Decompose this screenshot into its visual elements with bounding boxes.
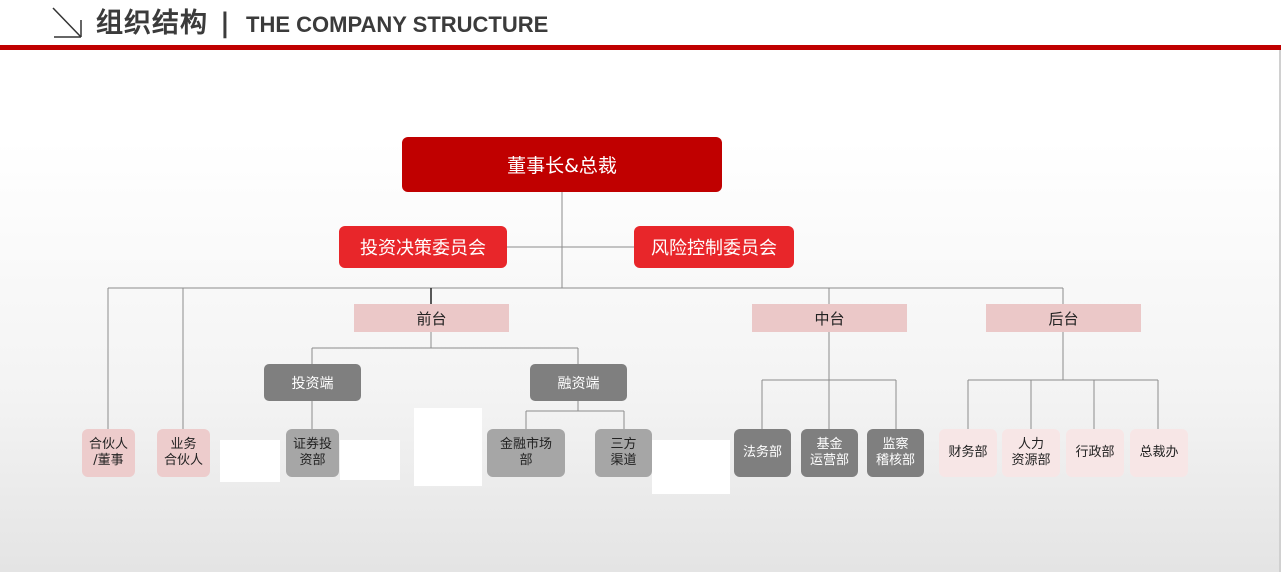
legal-dept-node: 法务部 xyxy=(734,429,791,477)
ceo-office-node: 总裁办 xyxy=(1130,429,1188,477)
third-party-channel-node: 三方 渠道 xyxy=(595,429,652,477)
background-panel xyxy=(414,408,482,486)
right-border xyxy=(1279,50,1281,572)
audit-dept-node: 监察 稽核部 xyxy=(867,429,924,477)
background-panel xyxy=(220,440,280,482)
business-partner-node: 业务 合伙人 xyxy=(157,429,210,477)
page-title-cn: 组织结构 xyxy=(96,8,208,39)
front-platform-node: 前台 xyxy=(354,304,509,332)
financial-market-dept-node: 金融市场 部 xyxy=(487,429,565,477)
admin-dept-node: 行政部 xyxy=(1066,429,1124,477)
back-platform-node: 后台 xyxy=(986,304,1141,332)
fund-ops-dept-node: 基金 运营部 xyxy=(801,429,858,477)
corner-arrow-icon xyxy=(52,7,82,38)
partner-director-node: 合伙人 /董事 xyxy=(82,429,135,477)
risk-committee-node: 风险控制委员会 xyxy=(634,226,794,268)
page-title-en: THE COMPANY STRUCTURE xyxy=(246,12,549,37)
hr-dept-node: 人力 资源部 xyxy=(1002,429,1060,477)
chairman-node: 董事长&总裁 xyxy=(402,137,722,192)
header-divider xyxy=(0,45,1281,50)
title-separator: | xyxy=(220,8,230,39)
background-panel xyxy=(340,440,400,480)
middle-platform-node: 中台 xyxy=(752,304,907,332)
securities-dept-node: 证券投 资部 xyxy=(286,429,339,477)
background-panel xyxy=(652,440,730,494)
header-bar: 组织结构 | THE COMPANY STRUCTURE xyxy=(0,0,1281,52)
investment-committee-node: 投资决策委员会 xyxy=(339,226,507,268)
financing-side-node: 融资端 xyxy=(530,364,627,401)
investment-side-node: 投资端 xyxy=(264,364,361,401)
finance-dept-node: 财务部 xyxy=(939,429,997,477)
